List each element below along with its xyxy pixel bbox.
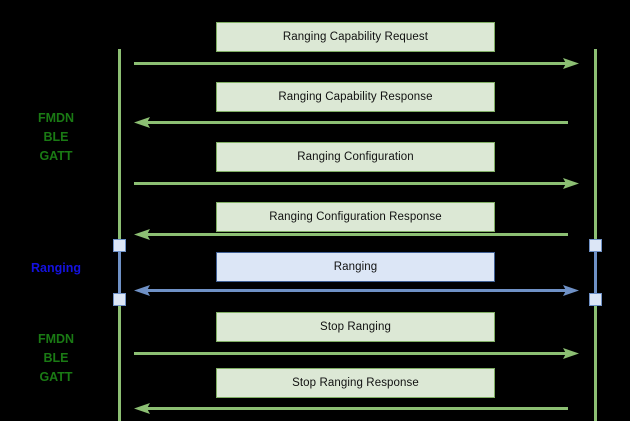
lifeline-left-ranging-segment — [118, 242, 121, 300]
lifeline-left — [118, 49, 121, 421]
activation-box-right-end — [589, 293, 602, 306]
message-box-stop-ranging: Stop Ranging — [216, 312, 495, 342]
message-box-stop-ranging-response: Stop Ranging Response — [216, 368, 495, 398]
side-label-fmdn-ble-gatt-top: FMDN BLE GATT — [37, 111, 75, 163]
arrow-stop-ranging — [134, 348, 579, 359]
arrow-ranging-configuration-response — [134, 229, 568, 240]
message-box-ranging: Ranging — [216, 252, 495, 282]
message-box-ranging-configuration: Ranging Configuration — [216, 142, 495, 172]
side-label-fmdn-ble-gatt-bottom: FMDN BLE GATT — [37, 332, 75, 384]
message-box-ranging-capability-response: Ranging Capability Response — [216, 82, 495, 112]
lifeline-right — [594, 49, 597, 421]
activation-box-left-start — [113, 239, 126, 252]
lifeline-right-ranging-segment — [594, 242, 597, 300]
activation-box-left-end — [113, 293, 126, 306]
activation-box-right-start — [589, 239, 602, 252]
arrow-ranging-capability-request — [134, 58, 579, 69]
arrow-stop-ranging-response — [134, 403, 568, 414]
side-label-ranging: Ranging — [31, 261, 81, 275]
arrow-ranging-bidirectional — [134, 285, 579, 296]
arrow-ranging-capability-response — [134, 117, 568, 128]
message-box-ranging-configuration-response: Ranging Configuration Response — [216, 202, 495, 232]
message-box-ranging-capability-request: Ranging Capability Request — [216, 22, 495, 52]
arrow-ranging-configuration — [134, 178, 579, 189]
